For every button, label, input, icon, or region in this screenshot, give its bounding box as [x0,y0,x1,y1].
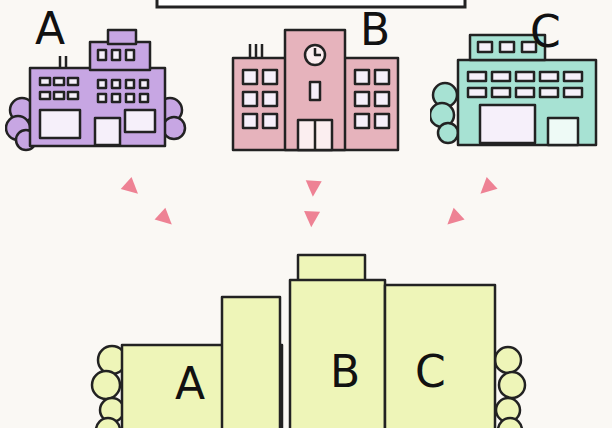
arrow-markers [121,177,172,224]
building-drawing [430,2,610,157]
title-box [157,0,465,7]
building-letter: B [360,8,390,52]
building-drawing [5,2,190,157]
building: C [430,2,610,157]
arrow-head [480,177,497,194]
arrow-head [447,208,464,225]
arrow-head [155,208,172,225]
building-letter: A [175,362,205,406]
building-letter: C [530,10,561,54]
arrow-markers [447,177,497,224]
building-letter: C [415,350,446,394]
arrow-head [306,180,322,196]
arrow-markers [304,180,322,227]
building-letter: B [330,350,360,394]
arrow-head [304,211,320,227]
building-drawing [90,250,530,428]
building: A B C [90,250,530,428]
building: B [225,2,405,157]
arrow-head [121,177,138,194]
building-letter: A [35,7,65,51]
building: A [5,2,190,157]
